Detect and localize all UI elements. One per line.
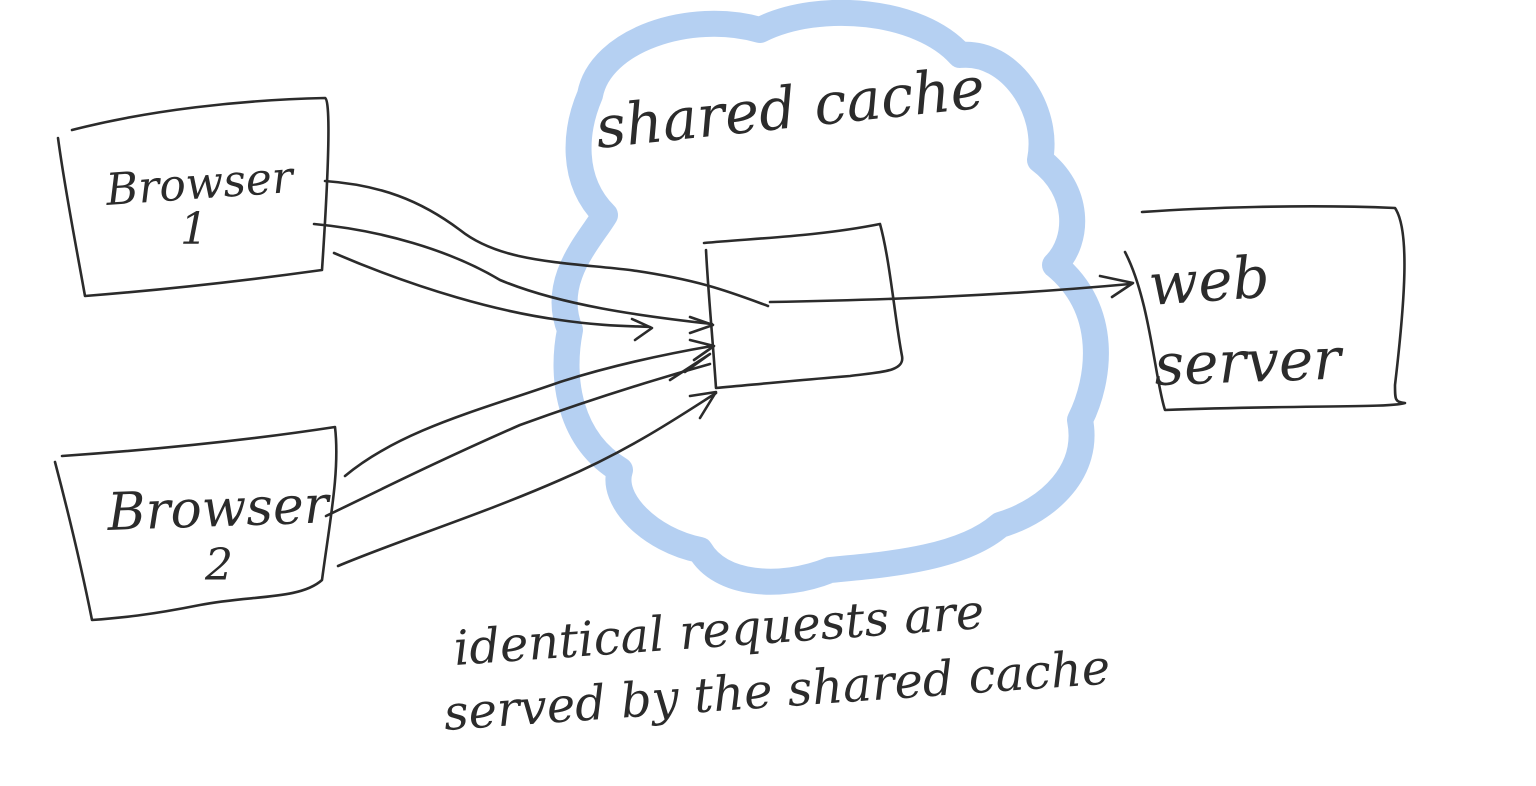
browser-1-number: 1 bbox=[180, 204, 208, 255]
web-server-label-line1: web bbox=[1146, 243, 1272, 319]
request-arrow-b1-top bbox=[323, 179, 770, 308]
request-arrow-b1-low-head bbox=[630, 317, 654, 342]
web-server-box bbox=[1123, 205, 1407, 412]
request-arrow-b2-low-head bbox=[688, 390, 718, 420]
forward-arrow-head bbox=[1098, 274, 1135, 299]
request-arrow-b2-mid bbox=[324, 362, 712, 518]
browser-2-number: 2 bbox=[204, 540, 233, 591]
shared-cache-cloud bbox=[551, 0, 1109, 595]
browser-2-box bbox=[53, 425, 338, 622]
request-arrow-b1-mid-head bbox=[688, 315, 715, 335]
browser-2-label: Browser bbox=[105, 475, 332, 543]
web-server-label-line2: server bbox=[1153, 324, 1345, 399]
request-arrow-b2-mid-head bbox=[668, 352, 712, 382]
request-arrow-b2-top bbox=[343, 344, 714, 478]
cache-box bbox=[702, 222, 904, 390]
request-arrow-b1-low bbox=[332, 251, 652, 329]
request-arrow-b1-mid bbox=[312, 222, 714, 326]
request-arrow-b2-low bbox=[336, 391, 718, 568]
browser-1-box bbox=[56, 96, 330, 298]
forward-arrow-to-server bbox=[768, 282, 1132, 304]
cloud-title: shared cache bbox=[592, 53, 988, 161]
request-arrow-b2-top-head bbox=[688, 338, 716, 362]
